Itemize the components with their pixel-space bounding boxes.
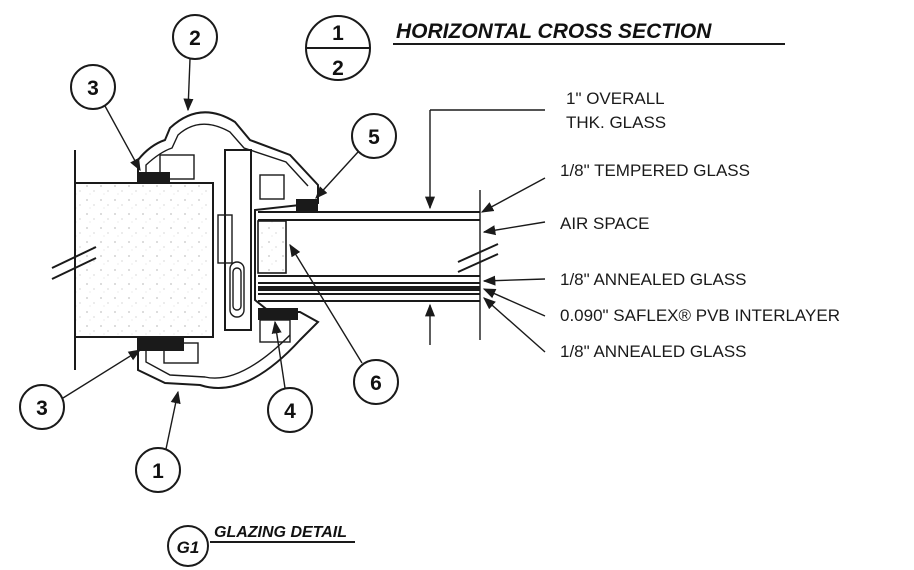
glazing-detail-footer: G1 GLAZING DETAIL bbox=[167, 524, 355, 567]
callout-5: 5 bbox=[315, 113, 397, 199]
break-line-left-2 bbox=[51, 257, 97, 280]
label-annealed-glass-2: 1/8" ANNEALED GLASS bbox=[560, 342, 747, 361]
callout-3-top: 3 bbox=[70, 64, 141, 172]
gaskets bbox=[138, 172, 318, 351]
gasket-top-right bbox=[296, 199, 318, 211]
gasket-top-left bbox=[138, 172, 170, 184]
section-title: HORIZONTAL CROSS SECTION bbox=[396, 20, 712, 43]
svg-text:5: 5 bbox=[368, 126, 380, 149]
gasket-bottom-right bbox=[258, 308, 298, 320]
overall-label-line1: 1" OVERALL bbox=[566, 89, 665, 108]
svg-text:4: 4 bbox=[284, 400, 296, 423]
callout-2: 2 bbox=[172, 14, 218, 112]
svg-text:3: 3 bbox=[36, 397, 48, 420]
detail-title: GLAZING DETAIL bbox=[214, 524, 347, 541]
svg-text:2: 2 bbox=[189, 27, 201, 50]
section-number-bottom: 2 bbox=[332, 57, 344, 80]
callout-3-bottom: 3 bbox=[19, 349, 142, 430]
leaders bbox=[480, 177, 546, 353]
gasket-bottom-left bbox=[138, 337, 184, 351]
break-line-right-1 bbox=[457, 243, 499, 263]
svg-text:3: 3 bbox=[87, 77, 99, 100]
overall-label-line2: THK. GLASS bbox=[566, 113, 666, 132]
spacer-block bbox=[257, 220, 287, 274]
overall-thickness-dimension: 1" OVERALL THK. GLASS bbox=[424, 89, 666, 345]
section-title-bubble: 1 2 HORIZONTAL CROSS SECTION bbox=[305, 15, 785, 81]
glass-assembly bbox=[258, 190, 499, 340]
section-number-top: 1 bbox=[332, 22, 344, 45]
callout-1: 1 bbox=[135, 390, 181, 493]
frame-profile bbox=[137, 111, 320, 389]
svg-text:1: 1 bbox=[152, 460, 164, 483]
label-tempered-glass: 1/8" TEMPERED GLASS bbox=[560, 161, 750, 180]
label-annealed-glass-1: 1/8" ANNEALED GLASS bbox=[560, 270, 747, 289]
substrate-block bbox=[51, 150, 214, 370]
detail-id: G1 bbox=[177, 538, 200, 557]
label-pvb-interlayer: 0.090" SAFLEX® PVB INTERLAYER bbox=[560, 306, 840, 325]
material-labels: 1/8" TEMPERED GLASS AIR SPACE 1/8" ANNEA… bbox=[560, 161, 840, 361]
break-line-left-1 bbox=[51, 246, 97, 269]
callout-4: 4 bbox=[267, 320, 313, 433]
callout-6: 6 bbox=[289, 243, 399, 405]
svg-text:6: 6 bbox=[370, 372, 382, 395]
break-line-right-2 bbox=[457, 253, 499, 273]
label-air-space: AIR SPACE bbox=[560, 214, 649, 233]
